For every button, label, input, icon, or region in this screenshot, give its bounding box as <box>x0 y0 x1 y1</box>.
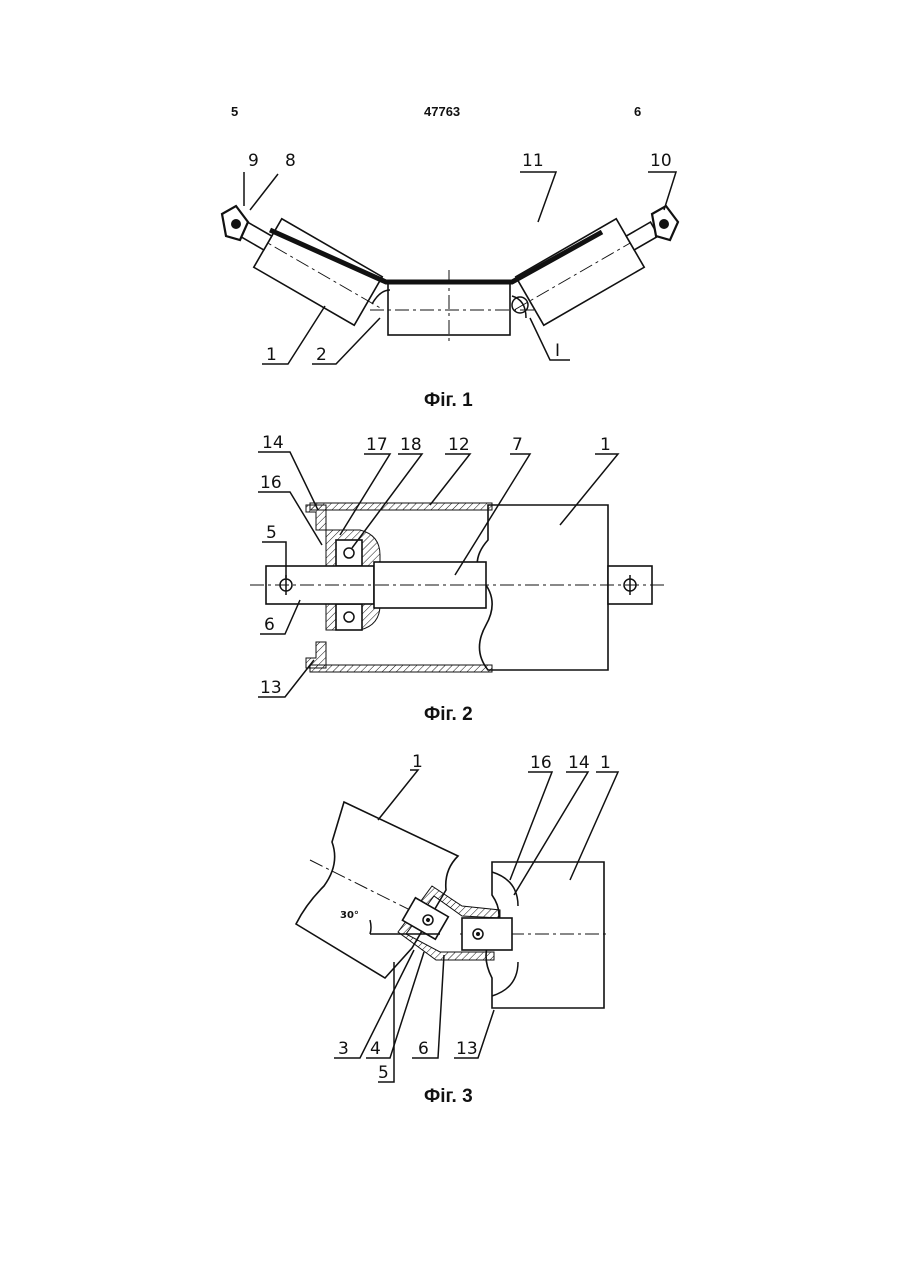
fig3-label-1-right: 1 <box>600 753 611 773</box>
fig2-label-18: 18 <box>400 435 422 455</box>
fig3-label-13: 13 <box>456 1039 478 1059</box>
figure-1-drawing: 9 8 11 10 1 2 I <box>217 151 680 365</box>
fig1-label-1: 1 <box>266 345 277 365</box>
fig3-label-3: 3 <box>338 1039 349 1059</box>
fig3-label-16: 16 <box>530 753 552 773</box>
fig2-label-7: 7 <box>512 435 523 455</box>
figure-3-drawing: 30° 1 16 14 1 3 4 6 13 5 <box>296 752 618 1083</box>
fig1-label-8: 8 <box>285 151 296 171</box>
fig2-tube-top-wall <box>310 503 492 510</box>
fig1-caption: Фіг. 1 <box>424 390 473 412</box>
fig1-label-9: 9 <box>248 151 259 171</box>
fig1-label-I: I <box>555 341 560 361</box>
fig2-caption: Фіг. 2 <box>424 704 473 726</box>
fig2-label-12: 12 <box>448 435 470 455</box>
fig2-tube-bottom-wall <box>310 665 492 672</box>
fig2-label-6: 6 <box>264 615 275 635</box>
figure-2-drawing: 14 17 18 12 7 1 16 5 6 13 <box>250 433 666 698</box>
fig3-label-5: 5 <box>378 1063 389 1083</box>
fig2-label-13: 13 <box>260 678 282 698</box>
fig2-label-17: 17 <box>366 435 388 455</box>
fig1-right-bracket <box>652 206 678 240</box>
fig2-label-14: 14 <box>262 433 284 453</box>
fig3-label-4: 4 <box>370 1039 381 1059</box>
fig1-label-11: 11 <box>522 151 544 171</box>
fig1-label-10: 10 <box>650 151 672 171</box>
fig3-label-6: 6 <box>418 1039 429 1059</box>
fig2-label-5: 5 <box>266 523 277 543</box>
fig3-caption: Фіг. 3 <box>424 1086 473 1108</box>
fig2-label-16: 16 <box>260 473 282 493</box>
fig3-label-1-left: 1 <box>412 752 423 772</box>
fig3-label-14: 14 <box>568 753 590 773</box>
fig1-label-2: 2 <box>316 345 327 365</box>
fig2-label-1: 1 <box>600 435 611 455</box>
fig3-angle-label: 30° <box>340 910 359 921</box>
fig2-roller-body <box>477 505 608 670</box>
